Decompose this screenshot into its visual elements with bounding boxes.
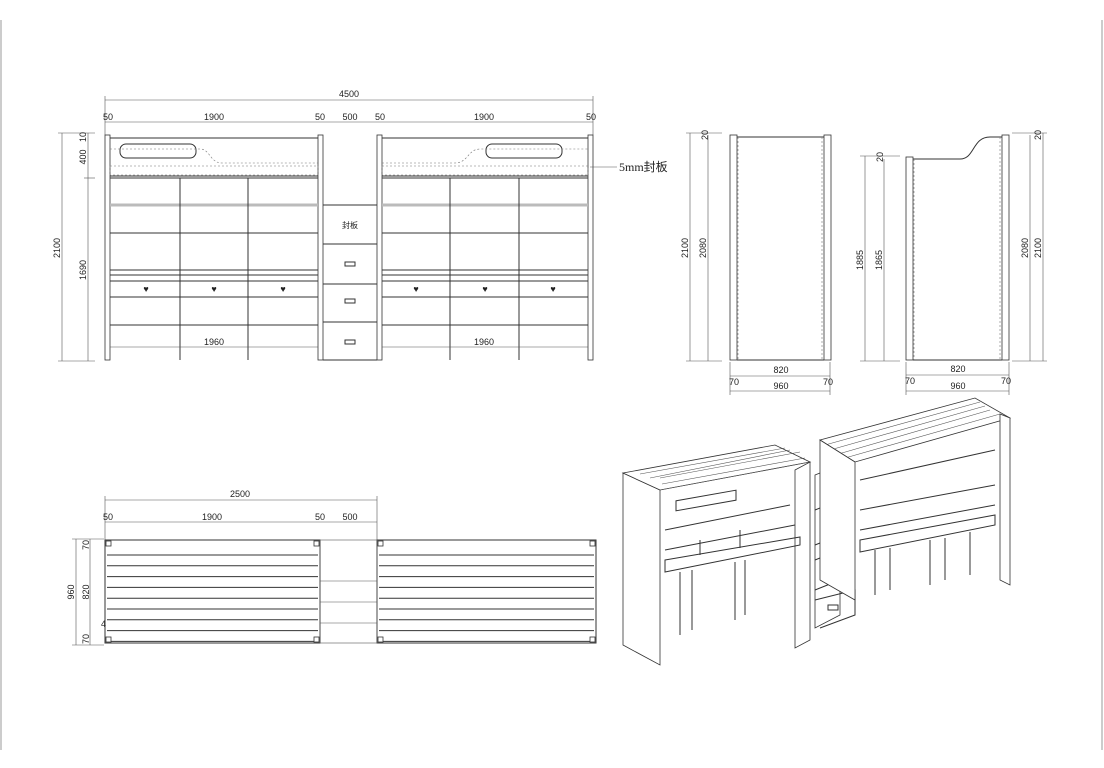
dim-seg: 50: [315, 512, 325, 522]
dim-height: 20: [875, 152, 885, 162]
iso-left-bed-end-panel: [622, 472, 661, 666]
dim-height: 20: [700, 130, 710, 140]
dim-width: 960: [950, 381, 965, 391]
drawer-handle-icon: ♥: [482, 284, 487, 294]
dim-height-total: 2100: [52, 238, 62, 258]
dim-height: 20: [1033, 130, 1043, 140]
dim-overall-width: 2500: [230, 489, 250, 499]
stair-cabinet: 封板: [323, 204, 377, 361]
dim-seg: 50: [103, 512, 113, 522]
dim-height: 2080: [1020, 238, 1030, 258]
dim-seg: 500: [342, 112, 357, 122]
drawer-handle-icon: ♥: [413, 284, 418, 294]
drawer-handle-icon: ♥: [550, 284, 555, 294]
stair-plan: [319, 539, 378, 644]
dim-depth: 820: [81, 584, 91, 599]
dim-bottom-width: 1960: [474, 337, 494, 347]
dim-seg: 50: [315, 112, 325, 122]
dim-seg: 1900: [474, 112, 494, 122]
dim-height-part: 400: [78, 149, 88, 164]
dim-height: 2080: [698, 238, 708, 258]
dim-width: 820: [773, 365, 788, 375]
dim-height: 2100: [1033, 238, 1043, 258]
dim-width: 70: [905, 376, 915, 386]
drawer-handle-icon: ♥: [280, 284, 285, 294]
dim-depth: 70: [81, 634, 91, 644]
front-elevation-view: 4500 50 1900 50 500 50 1900 50 2100 10 4…: [52, 89, 668, 362]
dim-seg: 1900: [202, 512, 222, 522]
dim-height: 1885: [855, 250, 865, 270]
headboard-cutout: [485, 143, 563, 159]
stair-panel-label: 封板: [342, 220, 358, 230]
dim-seg: 50: [103, 112, 113, 122]
dim-depth: 70: [81, 540, 91, 550]
dim-height-part: 1690: [78, 260, 88, 280]
dim-height: 1865: [874, 250, 884, 270]
drawer-handle-icon: ♥: [143, 284, 148, 294]
dim-width: 70: [823, 377, 833, 387]
dim-seg: 50: [375, 112, 385, 122]
dim-overall-width: 4500: [339, 89, 359, 99]
dim-height: 2100: [680, 238, 690, 258]
iso-right-bed-top: [819, 397, 1012, 463]
dim-seg: 1900: [204, 112, 224, 122]
drawer-handle-icon: [344, 298, 356, 304]
dim-depth: 960: [66, 584, 76, 599]
plan-view: 2500 50 1900 50 500 960 70 820 70 4: [66, 489, 597, 646]
isometric-view: [621, 397, 1012, 666]
dim-seg: 500: [342, 512, 357, 522]
drawer-handle-icon: [344, 261, 356, 267]
dim-bottom-width: 1960: [204, 337, 224, 347]
dim-seg: 50: [586, 112, 596, 122]
dim-height-part: 10: [78, 132, 88, 142]
dim-width: 820: [950, 364, 965, 374]
dim-width: 70: [1001, 376, 1011, 386]
dim-gap: 4: [101, 619, 106, 629]
callout-panel-note: 5mm封板: [619, 160, 668, 174]
side-elevation-view-1: 2100 2080 20 820 70 70 960: [680, 130, 833, 395]
dim-width: 70: [729, 377, 739, 387]
drawer-handle-icon: [344, 339, 356, 345]
headboard-cutout: [119, 143, 197, 159]
side-elevation-view-2: 1885 1865 20 2080 2100 20 820 70 70 960: [855, 130, 1047, 395]
drawer-handle-icon: ♥: [211, 284, 216, 294]
dim-width: 960: [773, 381, 788, 391]
